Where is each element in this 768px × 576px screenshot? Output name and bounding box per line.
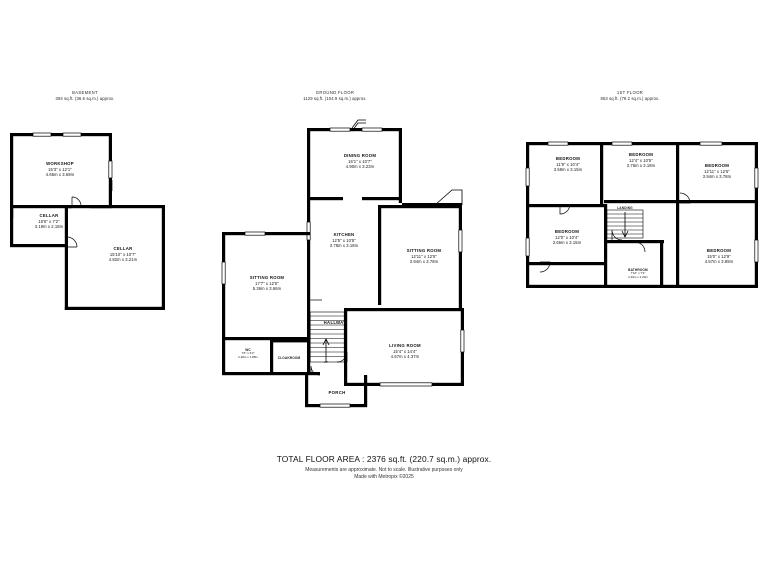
basement-title-name: BASEMENT: [72, 90, 98, 95]
room-name: WC: [245, 348, 251, 352]
room-label-sitting-room-right: SITTING ROOM 12'11" x 12'5" 3.94m x 3.78…: [382, 248, 466, 264]
room-label-sitting-room-left: SITTING ROOM 17'7" x 12'0" 5.36m x 3.66m: [225, 275, 309, 291]
room-imperial: 16'1" x 10'7": [348, 158, 372, 164]
room-metric: 2.28m x 1.88m: [238, 354, 258, 359]
room-name: SITTING ROOM: [406, 248, 442, 253]
room-metric: 2.39m x 2.20m: [628, 274, 648, 279]
room-label-bedroom-4: BEDROOM 12'0" x 10'4" 3.66m x 3.15m: [529, 229, 605, 245]
total-floor-area: TOTAL FLOOR AREA : 2376 sq.ft. (220.7 sq…: [276, 454, 492, 464]
label-stair-up: UP: [316, 360, 336, 365]
label-porch: PORCH: [328, 390, 346, 395]
room-metric: 4.65m x 3.69m: [45, 171, 75, 177]
room-label-bedroom-3: BEDROOM 12'11" x 12'5" 3.94m x 3.78m: [678, 163, 756, 179]
room-imperial: 12'4" x 10'5": [629, 157, 653, 163]
room-imperial: 11'9" x 10'4": [556, 161, 580, 167]
room-name: CELLAR: [113, 246, 133, 251]
room-label-living-room: LIVING ROOM 15'4" x 14'4" 4.67m x 4.37m: [363, 343, 447, 359]
room-label-bedroom-2: BEDROOM 12'4" x 10'5" 3.76m x 3.18m: [604, 152, 678, 168]
disclaimer-line-1: Measurements are approximate. Not to sca…: [305, 467, 463, 473]
label-landing: LANDING: [607, 206, 643, 210]
room-metric: 4.57m x 3.89m: [704, 258, 734, 264]
ground-floor-title-area: 1129 sq.ft. (104.9 sq.m.) approx.: [303, 95, 367, 101]
room-label-wc: WC 7'6" x 6'2" 2.28m x 1.88m: [224, 348, 272, 360]
stair-up-text: UP: [323, 360, 329, 364]
room-imperial: 15'3" x 12'1": [48, 166, 72, 172]
room-metric: 3.94m x 3.78m: [409, 258, 439, 264]
room-imperial: 15'10" x 10'7": [109, 251, 137, 257]
room-metric: 3.66m x 3.15m: [552, 239, 582, 245]
label-cloakroom: CLOAKROOM: [268, 356, 310, 360]
label-hallway: HALLWAY: [323, 320, 347, 325]
room-name: BEDROOM: [555, 156, 581, 161]
room-name: BEDROOM: [554, 229, 580, 234]
landing-text: LANDING: [617, 206, 633, 210]
room-label-cellar-2: CELLAR 15'10" x 10'7" 4.82m x 3.21m: [82, 246, 164, 262]
room-name: BEDROOM: [628, 152, 654, 157]
ground-floor-title-name: GROUND FLOOR: [315, 90, 355, 95]
first-floor-title-area: 853 sq.ft. (79.2 sq.m.) approx.: [600, 95, 660, 101]
room-imperial: 7'10" x 7'3": [630, 271, 646, 275]
disclaimer-line-2: Made with Metropix ©2025: [354, 474, 414, 481]
room-metric: 4.67m x 4.37m: [390, 353, 420, 359]
room-label-bedroom-5: BEDROOM 15'0" x 12'9" 4.57m x 3.89m: [680, 248, 758, 264]
room-imperial: 17'7" x 12'0": [255, 280, 279, 286]
basement-title-area: 394 sq.ft. (36.6 sq.m.) approx.: [55, 95, 115, 101]
room-metric: 3.78m x 3.18m: [329, 242, 359, 248]
room-imperial: 12'5" x 10'5": [332, 237, 356, 243]
room-imperial: 12'11" x 12'5": [704, 168, 730, 174]
room-metric: 4.82m x 3.21m: [108, 256, 138, 262]
room-imperial: 12'11" x 12'5": [411, 253, 437, 259]
basement-title: BASEMENT 394 sq.ft. (36.6 sq.m.) approx.: [5, 90, 165, 101]
room-label-dining-room: DINING ROOM 16'1" x 10'7" 4.90m x 3.23m: [315, 153, 405, 169]
room-label-bathroom: BATHROOM 7'10" x 7'3" 2.39m x 2.20m: [611, 268, 665, 280]
room-metric: 3.19m x 2.18m: [34, 223, 64, 229]
room-metric: 4.90m x 3.23m: [345, 163, 375, 169]
cloakroom-name: CLOAKROOM: [277, 356, 301, 360]
room-label-kitchen: KITCHEN 12'5" x 10'5" 3.78m x 3.18m: [304, 232, 384, 248]
room-name: LIVING ROOM: [389, 343, 421, 348]
room-metric: 3.58m x 3.15m: [553, 166, 583, 172]
first-floor-title-name: 1ST FLOOR: [616, 90, 644, 95]
room-imperial: 7'6" x 6'2": [241, 351, 255, 355]
first-floor-title: 1ST FLOOR 853 sq.ft. (79.2 sq.m.) approx…: [550, 90, 710, 101]
room-imperial: 15'0" x 12'9": [707, 253, 731, 259]
room-metric: 3.94m x 3.78m: [702, 173, 732, 179]
room-label-cellar-1: CELLAR 10'6" x 7'2" 3.19m x 2.18m: [10, 213, 88, 229]
room-imperial: 15'4" x 14'4": [393, 348, 417, 354]
room-metric: 3.76m x 3.18m: [626, 162, 656, 168]
room-metric: 5.36m x 3.66m: [252, 285, 282, 291]
footer: TOTAL FLOOR AREA : 2376 sq.ft. (220.7 sq…: [0, 454, 768, 482]
room-name: KITCHEN: [333, 232, 355, 237]
room-imperial: 12'0" x 10'4": [555, 234, 579, 240]
room-name: CELLAR: [39, 213, 59, 218]
ground-floor-title: GROUND FLOOR 1129 sq.ft. (104.9 sq.m.) a…: [255, 90, 415, 101]
room-name: BATHROOM: [628, 268, 648, 272]
first-floor-plan: [525, 141, 759, 288]
room-label-workshop: WORKSHOP 15'3" x 12'1" 4.65m x 3.69m: [20, 161, 100, 177]
room-imperial: 10'6" x 7'2": [38, 218, 60, 224]
basement-plan: [10, 132, 165, 310]
room-name: BEDROOM: [706, 248, 732, 253]
room-name: DINING ROOM: [343, 153, 377, 158]
room-name: BEDROOM: [704, 163, 730, 168]
room-name: SITTING ROOM: [249, 275, 285, 280]
ground-floor-plan: [221, 119, 465, 408]
room-name: WORKSHOP: [46, 161, 74, 166]
room-label-bedroom-1: BEDROOM 11'9" x 10'4" 3.58m x 3.15m: [530, 156, 606, 172]
